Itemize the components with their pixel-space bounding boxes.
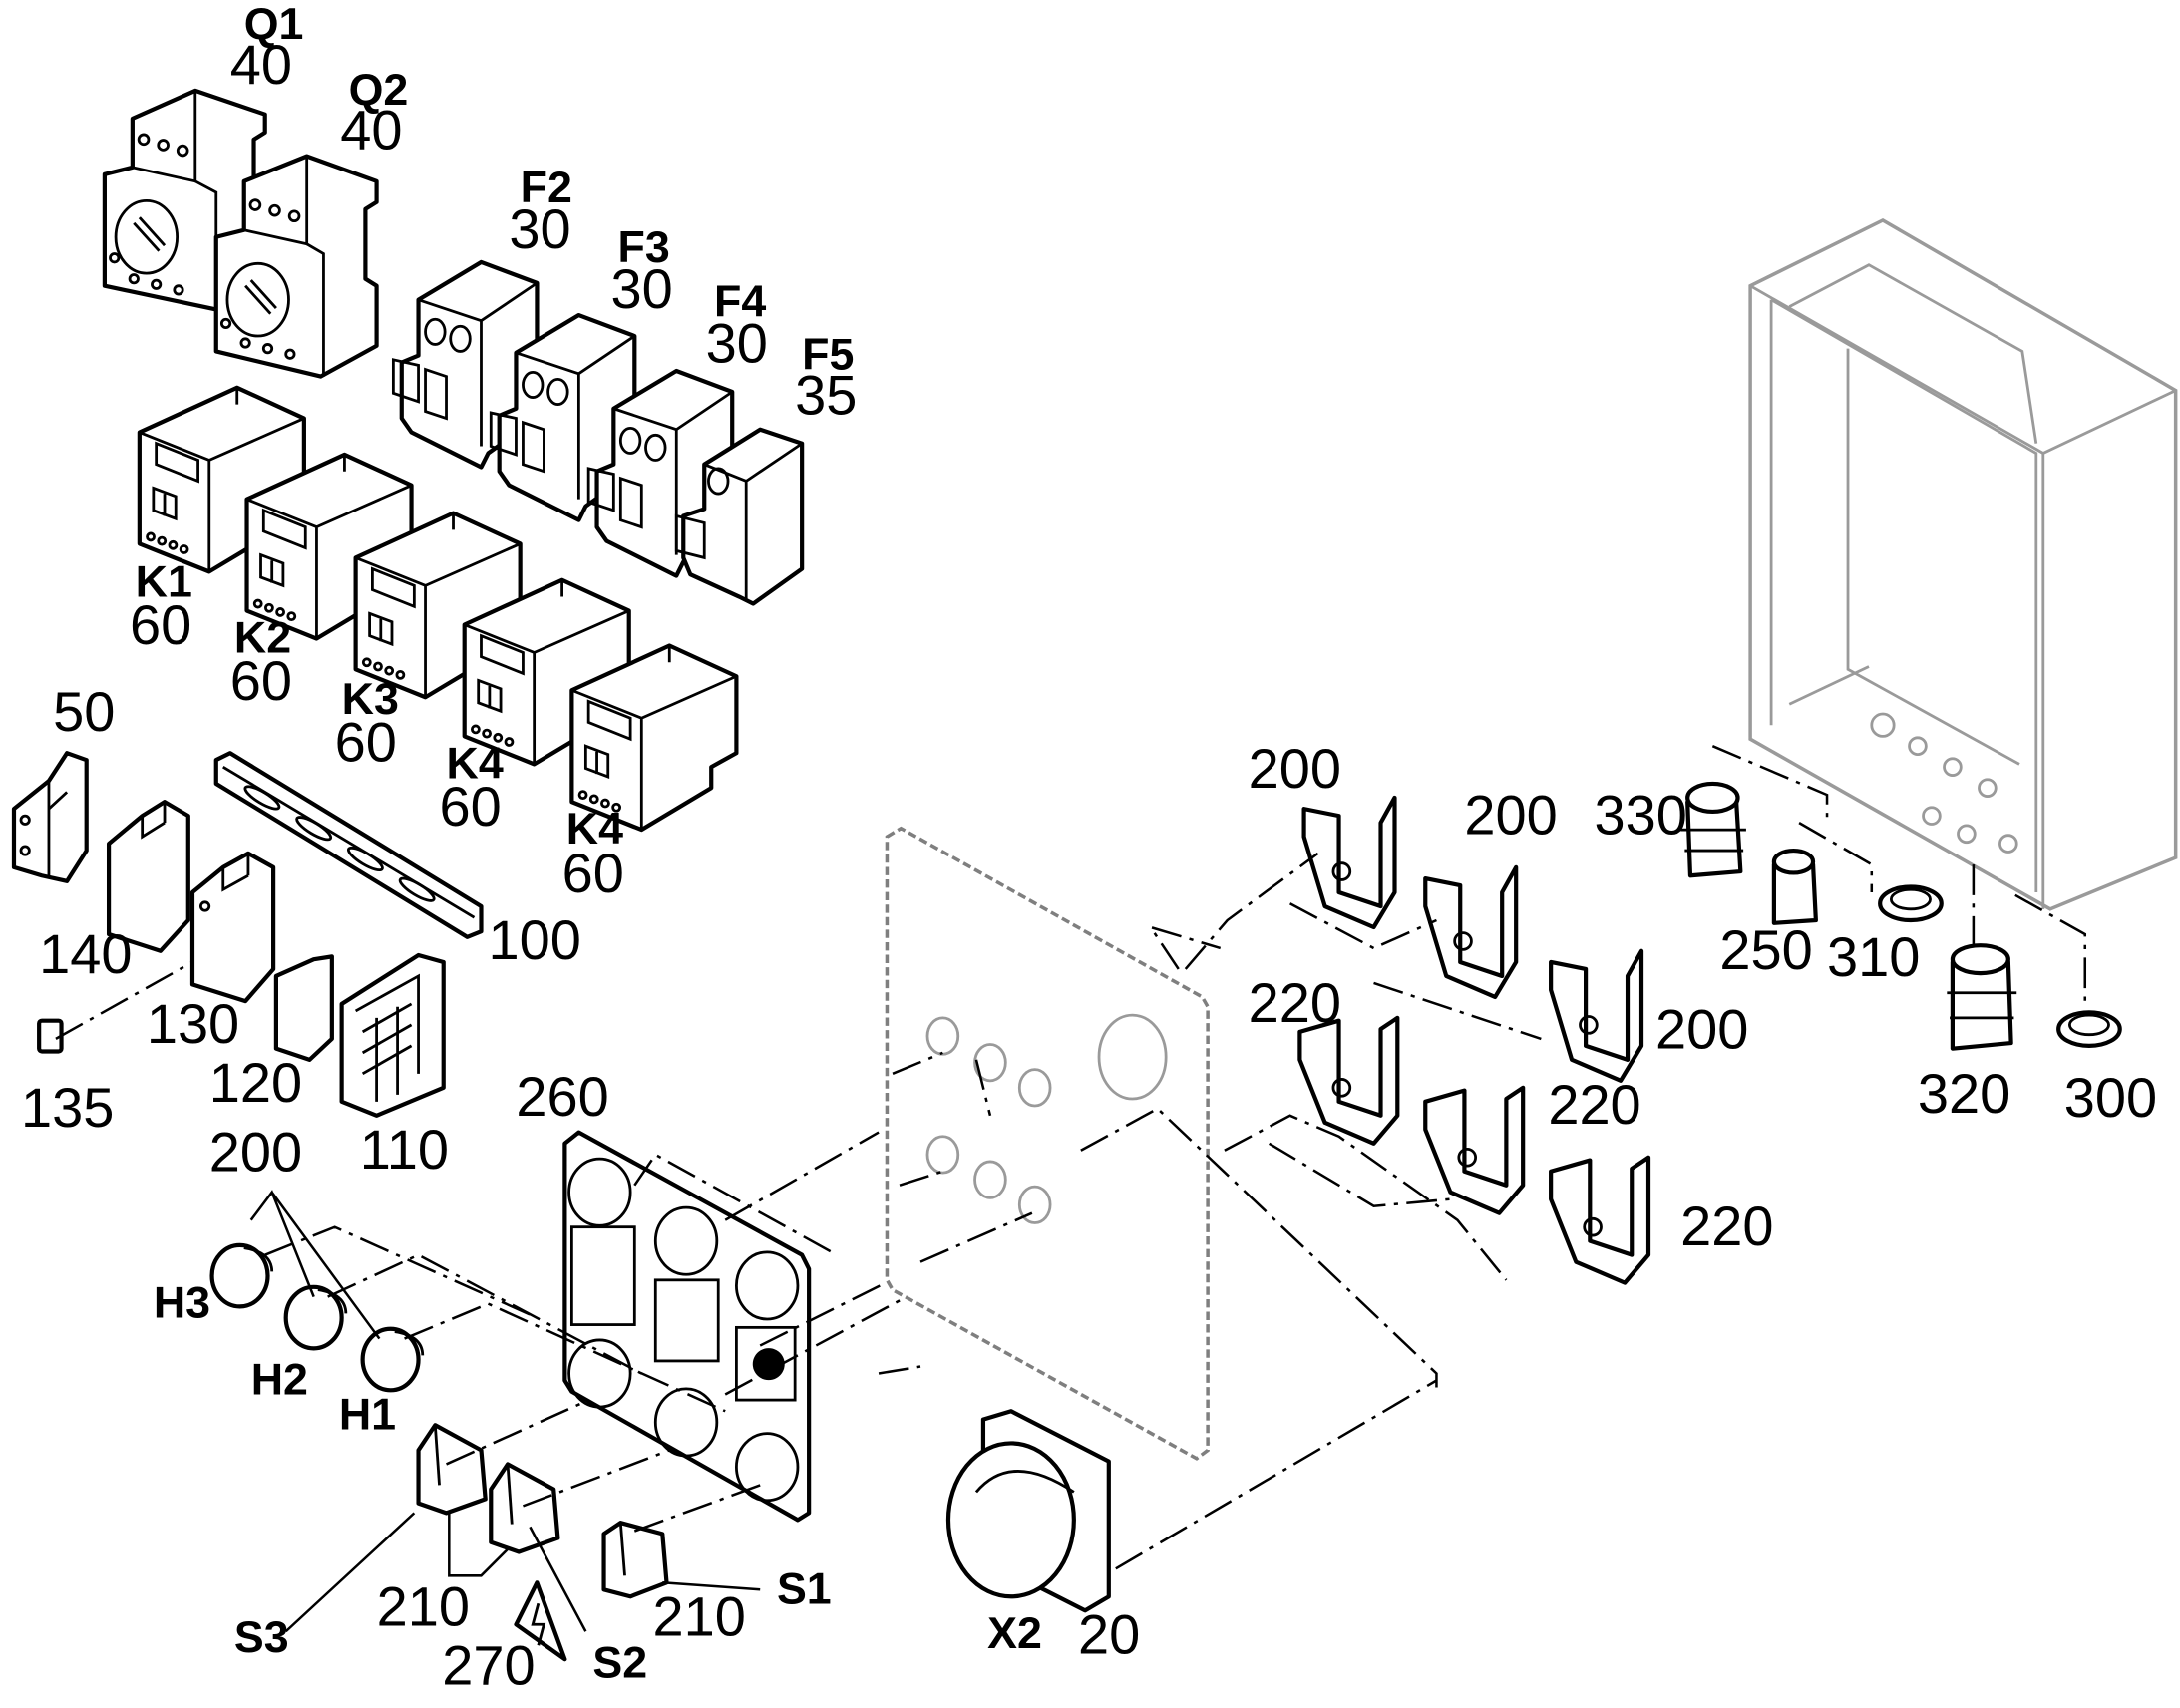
label-20: 20: [1078, 1603, 1140, 1666]
label-k3-num: 60: [335, 711, 397, 774]
label-k4a-num: 60: [440, 775, 502, 838]
label-plate-260: ●: [562, 1130, 812, 1523]
label-200-a: 200: [1249, 737, 1341, 800]
label-310: 310: [1827, 925, 1920, 988]
svg-text:●: ●: [750, 1336, 787, 1385]
label-f3-num: 30: [611, 257, 673, 320]
label-300: 300: [2064, 1066, 2157, 1129]
label-k4a-code: K4: [447, 738, 504, 788]
seal-300: [2056, 1010, 2122, 1048]
din-rail-100: [213, 751, 484, 939]
end-stop-50: [11, 751, 89, 883]
label-k1-num: 60: [130, 593, 191, 656]
seal-310: [1878, 884, 1944, 923]
label-x2: X2: [987, 1608, 1042, 1658]
label-f2-num: 30: [509, 197, 570, 260]
rotary-knob-s3: [416, 1423, 488, 1516]
label-k1-code: K1: [136, 557, 192, 607]
clip-200-c: [1549, 948, 1644, 1083]
marker-135: [37, 1018, 64, 1054]
label-320: 320: [1918, 1062, 2010, 1125]
pilot-lamp-h1: [360, 1326, 425, 1393]
label-270: 270: [442, 1633, 535, 1696]
label-260: 260: [516, 1065, 608, 1128]
label-f3-code: F3: [618, 222, 670, 272]
pilot-lamp-h2: [283, 1284, 348, 1351]
clip-220-b: [1423, 1085, 1526, 1215]
terminal-140: [106, 800, 190, 953]
labels: Q1 40 Q2 40 F2 30 F3 30 F4 30 F5 35 K1 6…: [21, 0, 2157, 1696]
label-f4-code: F4: [714, 276, 766, 326]
housing-enclosure: [1748, 217, 2178, 911]
mounting-panel: [885, 826, 1210, 1461]
circuit-breaker-q2: [213, 154, 379, 379]
label-k2-num: 60: [230, 649, 292, 712]
warning-label-270: [514, 1580, 567, 1662]
label-f2-code: F2: [521, 163, 572, 212]
label-250: 250: [1719, 918, 1812, 981]
label-210-a: 210: [377, 1575, 470, 1638]
label-f5-code: F5: [802, 330, 854, 380]
label-h2: H2: [251, 1354, 308, 1404]
label-q2-num: 40: [340, 99, 402, 162]
label-110: 110: [360, 1118, 449, 1181]
label-330: 330: [1594, 783, 1686, 846]
label-q1-code: Q1: [244, 0, 304, 49]
label-q1-num: 40: [230, 33, 292, 96]
label-200-lamps: 200: [209, 1121, 302, 1184]
label-s3: S3: [234, 1612, 289, 1662]
label-200-c: 200: [1655, 998, 1748, 1061]
terminal-130: [189, 851, 276, 1004]
label-100: 100: [488, 908, 580, 971]
clip-220-a: [1297, 1015, 1400, 1146]
label-s2: S2: [592, 1637, 647, 1687]
label-210-b: 210: [652, 1584, 745, 1647]
label-k3-code: K3: [342, 674, 399, 724]
label-130: 130: [147, 992, 239, 1055]
switch-socket-x2: [945, 1409, 1111, 1613]
clip-220-c: [1549, 1155, 1651, 1285]
label-q2-code: Q2: [349, 65, 409, 115]
clip-200-a: [1301, 795, 1397, 930]
label-f5-num: 35: [795, 363, 857, 426]
cable-gland-330: [1680, 781, 1746, 878]
label-s1: S1: [777, 1563, 832, 1613]
pilot-lamp-h3: [209, 1242, 274, 1309]
label-220-a: 220: [1249, 971, 1341, 1034]
label-220-b: 220: [1548, 1073, 1640, 1136]
cable-gland-320: [1947, 943, 2017, 1051]
label-k2-code: K2: [234, 612, 291, 662]
terminal-block-110: [339, 952, 446, 1118]
label-h1: H1: [339, 1389, 396, 1439]
clip-200-b: [1423, 864, 1519, 1000]
label-h3: H3: [154, 1278, 210, 1328]
cable-gland-250: [1771, 848, 1818, 925]
end-plate-120: [273, 954, 334, 1062]
label-120: 120: [209, 1051, 302, 1114]
label-135: 135: [21, 1076, 114, 1139]
rotary-knob-s2: [489, 1462, 560, 1554]
label-200-b: 200: [1464, 783, 1557, 846]
label-k4b-num: 60: [562, 842, 624, 904]
assembly-lines: [55, 745, 2087, 1633]
fuse-holder-f5: [674, 427, 805, 606]
label-220-c: 220: [1680, 1195, 1773, 1257]
label-140: 140: [39, 922, 132, 985]
label-f4-num: 30: [706, 312, 768, 375]
label-50: 50: [53, 680, 115, 743]
label-k4b-code: K4: [566, 804, 623, 854]
contactor-k4-b: [569, 643, 739, 833]
